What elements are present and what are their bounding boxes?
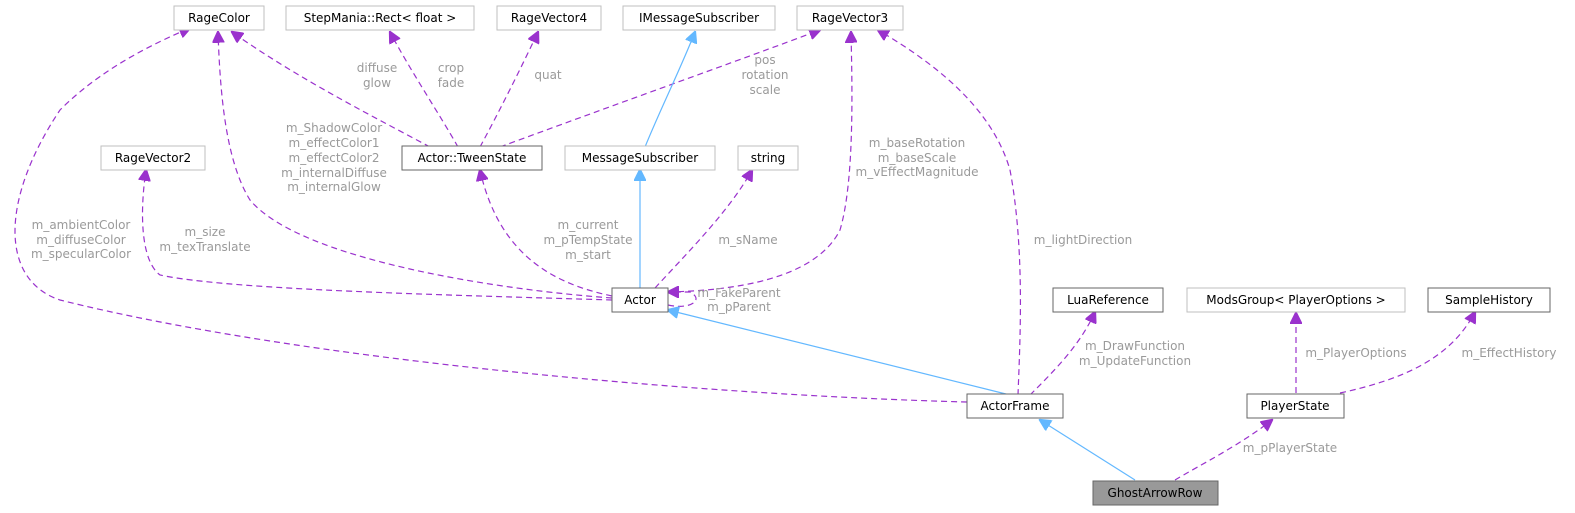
edge-tweenstate-ragevector4 [479, 32, 538, 148]
edge-actor-string [654, 170, 752, 289]
edge-playerstate-samplehistory [1339, 312, 1475, 394]
edge-tweenstate-ragevector3 [499, 30, 820, 148]
node-steppmania-rect[interactable]: StepMania::Rect< float > [285, 5, 475, 31]
node-string[interactable]: string [737, 145, 799, 171]
label-rotation: rotation [741, 68, 788, 82]
node-ragevector2-label: RageVector2 [115, 151, 191, 165]
node-ragevector3-label: RageVector3 [812, 11, 888, 25]
label-m-lightdirection: m_lightDirection [1034, 233, 1133, 247]
label-m-playeroptions: m_PlayerOptions [1305, 346, 1406, 360]
node-luareference[interactable]: LuaReference [1052, 287, 1164, 313]
edge-tweenstate-rect [390, 32, 459, 148]
node-playerstate[interactable]: PlayerState [1246, 393, 1345, 419]
label-glow: glow [363, 76, 391, 90]
label-m-pplayerstate: m_pPlayerState [1243, 441, 1337, 455]
edges [14, 28, 1475, 481]
label-scale: scale [750, 83, 781, 97]
node-string-label: string [751, 151, 785, 165]
node-actorframe-label: ActorFrame [981, 399, 1050, 413]
label-m-updatefunction: m_UpdateFunction [1079, 354, 1191, 368]
edge-actor-ragevector2 [143, 170, 613, 301]
edge-messagesubscriber-imessagesubscriber [644, 32, 695, 148]
label-m-effectcolor1: m_effectColor1 [289, 136, 380, 150]
label-fade: fade [438, 76, 465, 90]
label-m-baserotation: m_baseRotation [869, 136, 965, 150]
node-ragecolor[interactable]: RageColor [173, 5, 265, 31]
node-samplehistory[interactable]: SampleHistory [1427, 287, 1551, 313]
edge-actorframe-ragevector3 [878, 30, 1022, 396]
label-m-sname: m_sName [718, 233, 777, 247]
edge-labels: diffuse glow crop fade quat pos rotation… [31, 53, 1557, 455]
label-m-ambientcolor: m_ambientColor [32, 218, 131, 232]
node-ragevector2[interactable]: RageVector2 [100, 145, 206, 171]
node-actorframe[interactable]: ActorFrame [966, 393, 1064, 419]
label-m-specularcolor: m_specularColor [31, 247, 131, 261]
label-quat: quat [534, 68, 562, 82]
node-ghostarrowrow-label: GhostArrowRow [1108, 486, 1203, 500]
node-tweenstate[interactable]: Actor::TweenState [401, 145, 543, 171]
label-m-textranslate: m_texTranslate [159, 240, 250, 254]
label-m-start: m_start [565, 248, 611, 262]
node-ragevector4[interactable]: RageVector4 [496, 5, 602, 31]
label-m-ptempstate: m_pTempState [543, 233, 632, 247]
label-m-drawfunction: m_DrawFunction [1085, 339, 1185, 353]
node-ragecolor-label: RageColor [188, 11, 250, 25]
label-m-veffectmagnitude: m_vEffectMagnitude [856, 165, 979, 179]
label-m-effectcolor2: m_effectColor2 [289, 151, 380, 165]
label-pos: pos [754, 53, 775, 67]
label-m-internalglow: m_internalGlow [287, 180, 381, 194]
node-modsgroup[interactable]: ModsGroup< PlayerOptions > [1186, 287, 1406, 313]
node-modsgroup-label: ModsGroup< PlayerOptions > [1206, 293, 1385, 307]
edge-ghostarrowrow-actorframe [1040, 420, 1136, 481]
label-m-internaldiffuse: m_internalDiffuse [281, 166, 387, 180]
node-samplehistory-label: SampleHistory [1445, 293, 1533, 307]
edge-actorframe-ragecolor [14, 28, 968, 403]
edge-ghostarrowrow-playerstate [1174, 420, 1272, 481]
label-diffuse: diffuse [357, 61, 397, 75]
label-m-pparent: m_pParent [707, 300, 771, 314]
edge-tweenstate-ragecolor [232, 32, 431, 148]
node-playerstate-label: PlayerState [1260, 399, 1329, 413]
node-tweenstate-label: Actor::TweenState [418, 151, 527, 165]
edge-actor-self [668, 292, 697, 307]
node-luareference-label: LuaReference [1067, 293, 1149, 307]
edge-actor-ragevector3 [667, 32, 852, 293]
label-m-shadowcolor: m_ShadowColor [286, 121, 382, 135]
label-m-size: m_size [185, 225, 226, 239]
node-messagesubscriber-label: MessageSubscriber [582, 151, 699, 165]
edge-actorframe-actor [668, 310, 1011, 396]
label-m-effecthistory: m_EffectHistory [1462, 346, 1557, 360]
edge-actor-tweenstate [480, 170, 613, 297]
label-m-diffusecolor: m_diffuseColor [36, 233, 126, 247]
label-m-fakeparent: m_FakeParent [697, 286, 780, 300]
edge-actorframe-luareference [1029, 312, 1095, 396]
node-rect-label: StepMania::Rect< float > [304, 11, 457, 25]
node-actor-label: Actor [624, 293, 656, 307]
node-ragevector3[interactable]: RageVector3 [796, 5, 904, 31]
node-imessagesubscriber[interactable]: IMessageSubscriber [622, 5, 776, 31]
node-ghostarrowrow[interactable]: GhostArrowRow [1092, 480, 1219, 506]
label-crop: crop [438, 61, 464, 75]
edge-actor-ragecolor [218, 32, 613, 299]
node-imessagesubscriber-label: IMessageSubscriber [639, 11, 759, 25]
node-actor[interactable]: Actor [611, 287, 669, 313]
label-m-current: m_current [558, 218, 619, 232]
label-m-basescale: m_baseScale [878, 151, 957, 165]
node-messagesubscriber[interactable]: MessageSubscriber [564, 145, 716, 171]
node-ragevector4-label: RageVector4 [511, 11, 587, 25]
